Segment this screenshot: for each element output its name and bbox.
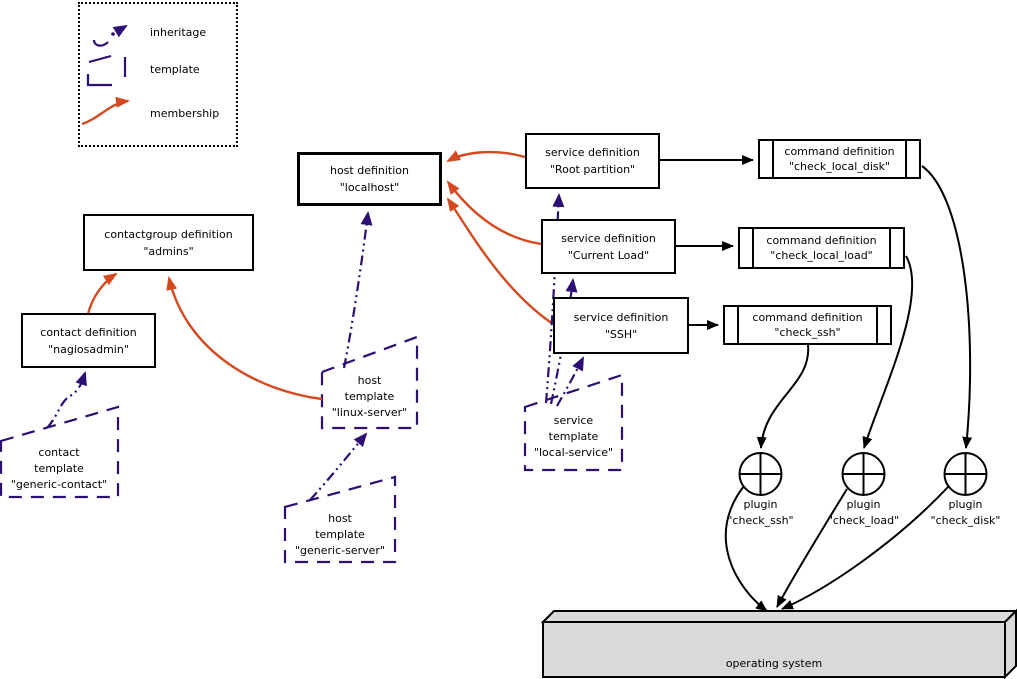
- node-line: service definition: [573, 310, 669, 324]
- node-line: "Root partition": [549, 163, 636, 176]
- node-line: plugin: [743, 498, 778, 511]
- node-line: host: [328, 512, 352, 525]
- operating-system-label: operating system: [725, 657, 823, 670]
- operating-system-box: [540, 608, 1017, 679]
- node-line: "check_disk": [930, 514, 1001, 527]
- node-line: plugin: [948, 498, 983, 511]
- plugin-check-ssh-symbol: [738, 452, 783, 496]
- host-template-generic-shape: [283, 475, 397, 564]
- node-line: template: [344, 390, 395, 403]
- legend-membership-icon: [81, 96, 130, 126]
- arrow-inherit-linux-server-to-localhost: [342, 211, 373, 369]
- node-line: "local-service": [533, 446, 614, 459]
- node-line: "check_load": [827, 514, 900, 527]
- service-template-local-service: service template "local-service": [524, 413, 623, 461]
- arrow-inherit-local-service-to-root: [544, 193, 565, 404]
- contactgroup-definition-admins: contactgroup definition "admins": [83, 214, 254, 271]
- node-line: command definition: [752, 311, 863, 324]
- plugin-check-ssh-label: plugin "check_ssh": [708, 497, 813, 529]
- arrow-plugin-load-to-os: [776, 488, 848, 608]
- service-template-local-shape: [523, 373, 624, 472]
- node-line: service definition: [545, 146, 640, 159]
- legend-label-inheritance: inheritage: [150, 26, 207, 39]
- node-line: "nagiosadmin": [48, 342, 129, 356]
- command-definition-check-local-load: command definition "check_local_load": [738, 227, 905, 269]
- node-line: "check_ssh": [774, 326, 841, 339]
- node-line: plugin: [846, 498, 881, 511]
- arrow-plugin-disk-to-os: [781, 486, 949, 610]
- node-line: contact: [38, 446, 80, 459]
- plugin-check-load-label: plugin "check_load": [811, 497, 916, 529]
- arrow-membership-contact-to-contactgroup: [86, 272, 118, 315]
- node-line: "generic-server": [294, 544, 386, 557]
- node-line: "SSH": [604, 327, 638, 341]
- node-line: template: [548, 430, 599, 443]
- os-front-face: [542, 621, 1006, 678]
- os-top-face: [540, 610, 1017, 623]
- os-right-face: [1004, 608, 1017, 679]
- legend-template-icon: [86, 54, 127, 87]
- service-definition-root-partition: service definition "Root partition": [525, 133, 660, 189]
- arrow-membership-load-to-localhost: [446, 180, 542, 246]
- node-line: command definition: [766, 234, 877, 247]
- host-definition-localhost: host definition "localhost": [297, 152, 442, 206]
- command-definition-check-local-disk: command definition "check_local_disk": [758, 139, 921, 179]
- node-line: host definition: [329, 164, 410, 177]
- node-line: template: [315, 528, 365, 541]
- arrow-membership-ssh-to-localhost: [446, 197, 554, 325]
- node-line: template: [34, 462, 84, 475]
- arrow-inherit-generic-contact-to-nagiosadmin: [46, 371, 87, 429]
- node-line: "check_local_load": [770, 249, 873, 262]
- contact-template-generic-contact: contact template "generic-contact": [0, 445, 118, 493]
- host-template-linux-server: host template "linux-server": [321, 373, 418, 421]
- node-line: "localhost": [339, 181, 400, 194]
- node-line: "linux-server": [331, 406, 408, 419]
- arrow-check-local-load-to-plugin: [862, 255, 914, 449]
- arrow-membership-linux-server-to-contactgroup: [166, 276, 323, 401]
- node-line: service definition: [561, 231, 656, 245]
- arrow-inherit-local-service-to-ssh: [556, 356, 584, 407]
- legend-inheritance-icon: [92, 24, 128, 47]
- plugin-check-disk-symbol: [943, 452, 988, 496]
- arrow-plugin-ssh-to-os: [724, 485, 768, 612]
- plugin-check-load-symbol: [841, 452, 886, 496]
- arrow-inherit-generic-server-to-linux-server: [309, 432, 368, 501]
- plugin-check-disk-label: plugin "check_disk": [913, 497, 1017, 529]
- contact-definition-nagiosadmin: contact definition "nagiosadmin": [21, 313, 156, 368]
- legend-label-membership: membership: [150, 107, 220, 120]
- service-definition-current-load: service definition "Current Load": [541, 219, 676, 274]
- node-line: contactgroup definition: [104, 227, 233, 241]
- node-line: command definition: [784, 145, 895, 158]
- node-line: "check_local_disk": [788, 160, 891, 173]
- node-line: "check_ssh": [727, 514, 794, 527]
- service-definition-ssh: service definition "SSH": [553, 297, 689, 354]
- arrow-check-ssh-to-plugin: [756, 344, 810, 449]
- node-line: "admins": [143, 244, 194, 258]
- host-template-generic-server: host template "generic-server": [285, 511, 395, 559]
- node-line: host: [357, 374, 382, 387]
- node-line: contact definition: [40, 325, 137, 339]
- node-line: service: [553, 414, 594, 427]
- legend-box: inheritage template membership: [78, 2, 238, 147]
- legend-label-template: template: [150, 63, 200, 76]
- node-line: "generic-contact": [10, 478, 108, 491]
- arrow-check-local-disk-to-plugin: [921, 165, 973, 449]
- arrow-membership-root-to-localhost: [446, 150, 526, 163]
- host-template-linux-shape: [320, 335, 419, 430]
- node-line: "Current Load": [567, 248, 650, 262]
- command-definition-check-ssh: command definition "check_ssh": [723, 305, 892, 345]
